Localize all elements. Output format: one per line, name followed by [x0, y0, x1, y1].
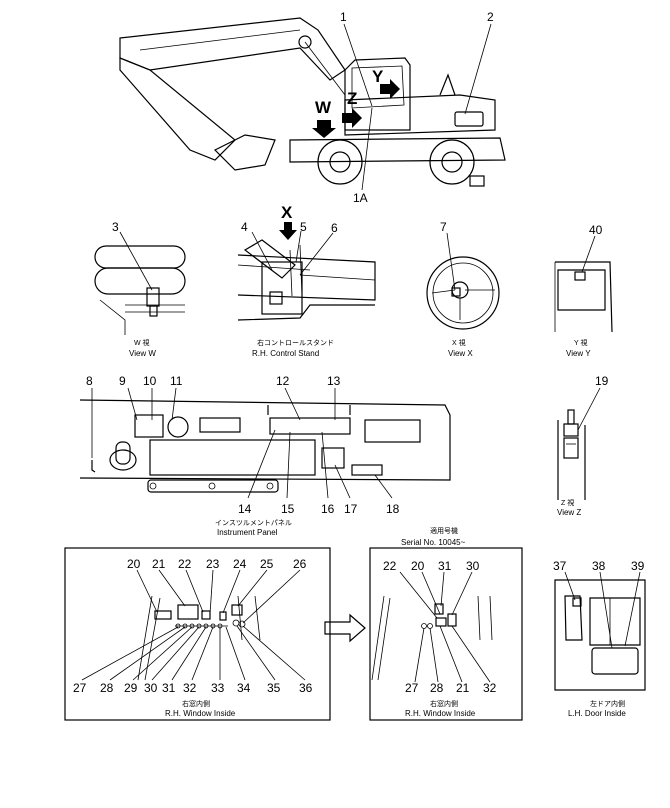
lh-door-caption: L.H. Door Inside: [568, 709, 626, 718]
callout-11: 11: [170, 374, 183, 388]
callout-17: 17: [344, 502, 358, 516]
callout-25-p1: 25: [260, 557, 274, 571]
view-x-caption: View X: [448, 349, 473, 358]
callout-26-p1: 26: [293, 557, 307, 571]
control-stand-jp: 右コントロールスタンド: [257, 338, 334, 347]
callout-13: 13: [327, 374, 341, 388]
callout-27-p1: 27: [73, 681, 87, 695]
callout-38: 38: [592, 559, 606, 573]
excavator-drawing: [119, 17, 506, 191]
view-w-drawing: [94, 231, 186, 335]
view-w-marker: W: [315, 98, 332, 117]
callout-20-p1: 20: [127, 557, 141, 571]
callout-12: 12: [276, 374, 290, 388]
callout-20-p2: 20: [411, 559, 425, 573]
view-z-jp: Z 視: [561, 498, 574, 507]
callout-23-p1: 23: [206, 557, 220, 571]
callout-37: 37: [553, 559, 567, 573]
rh-window-panel-1: [64, 547, 331, 721]
view-y-jp: Y 視: [574, 338, 588, 347]
callout-36-p1: 36: [299, 681, 313, 695]
callout-28-p1: 28: [100, 681, 114, 695]
callout-14: 14: [238, 502, 252, 516]
callout-5: 5: [300, 220, 307, 234]
callout-28-p2: 28: [430, 681, 444, 695]
rh-window-2-jp: 右窓内側: [430, 699, 458, 708]
rh-window-1-caption: R.H. Window Inside: [165, 709, 236, 718]
view-y-drawing: [554, 235, 613, 333]
callout-21-p2: 21: [456, 681, 470, 695]
callout-2: 2: [487, 10, 494, 24]
callout-31-p1: 31: [162, 681, 176, 695]
view-z-marker: Z: [347, 89, 357, 108]
serial-caption: Serial No. 10045~: [401, 538, 466, 547]
view-y-caption: View Y: [566, 349, 591, 358]
rh-window-panel-2: [369, 547, 523, 721]
callout-9: 9: [119, 374, 126, 388]
view-x-marker: X: [281, 203, 293, 222]
callout-30-p1: 30: [144, 681, 158, 695]
callout-30-p2: 30: [466, 559, 480, 573]
callout-6: 6: [331, 221, 338, 235]
callout-40: 40: [589, 223, 603, 237]
view-z-caption: View Z: [557, 508, 581, 517]
view-w-caption: View W: [129, 349, 156, 358]
transition-arrow: [324, 613, 366, 643]
instrument-panel-drawing: [79, 387, 451, 499]
callout-3: 3: [112, 220, 119, 234]
callout-4: 4: [241, 220, 248, 234]
callout-19: 19: [595, 374, 609, 388]
callout-27-p2: 27: [405, 681, 419, 695]
control-stand-drawing: [237, 222, 376, 321]
callout-31-p2: 31: [438, 559, 452, 573]
callout-34-p1: 34: [237, 681, 251, 695]
callout-29-p1: 29: [124, 681, 138, 695]
lh-door-drawing: [554, 571, 646, 691]
callout-22-p2: 22: [383, 559, 397, 573]
view-x-drawing: [426, 232, 500, 330]
callout-10: 10: [143, 374, 157, 388]
serial-jp: 適用号機: [430, 526, 458, 535]
callout-8: 8: [86, 374, 93, 388]
view-y-marker: Y: [372, 67, 384, 86]
callout-35-p1: 35: [267, 681, 281, 695]
instrument-panel-caption: Instrument Panel: [217, 528, 278, 537]
lh-door-jp: 左ドア内側: [590, 699, 625, 708]
callout-1: 1: [340, 10, 347, 24]
callout-33-p1: 33: [211, 681, 225, 695]
callout-24-p1: 24: [233, 557, 247, 571]
view-z-drawing: [557, 387, 601, 500]
view-w-jp: W 視: [134, 338, 150, 347]
rh-window-1-jp: 右窓内側: [182, 699, 210, 708]
instrument-panel-jp: インスツルメントパネル: [215, 519, 292, 527]
callout-39: 39: [631, 559, 645, 573]
control-stand-caption: R.H. Control Stand: [252, 349, 319, 358]
callout-1a: 1A: [353, 191, 368, 205]
callout-32-p1: 32: [183, 681, 197, 695]
callout-32-p2: 32: [483, 681, 497, 695]
callout-21-p1: 21: [152, 557, 166, 571]
callout-15: 15: [281, 502, 295, 516]
callout-18: 18: [386, 502, 400, 516]
callout-7: 7: [440, 220, 447, 234]
callout-22-p1: 22: [178, 557, 192, 571]
callout-16: 16: [321, 502, 335, 516]
rh-window-2-caption: R.H. Window Inside: [405, 709, 476, 718]
view-x-jp: X 視: [452, 338, 466, 347]
